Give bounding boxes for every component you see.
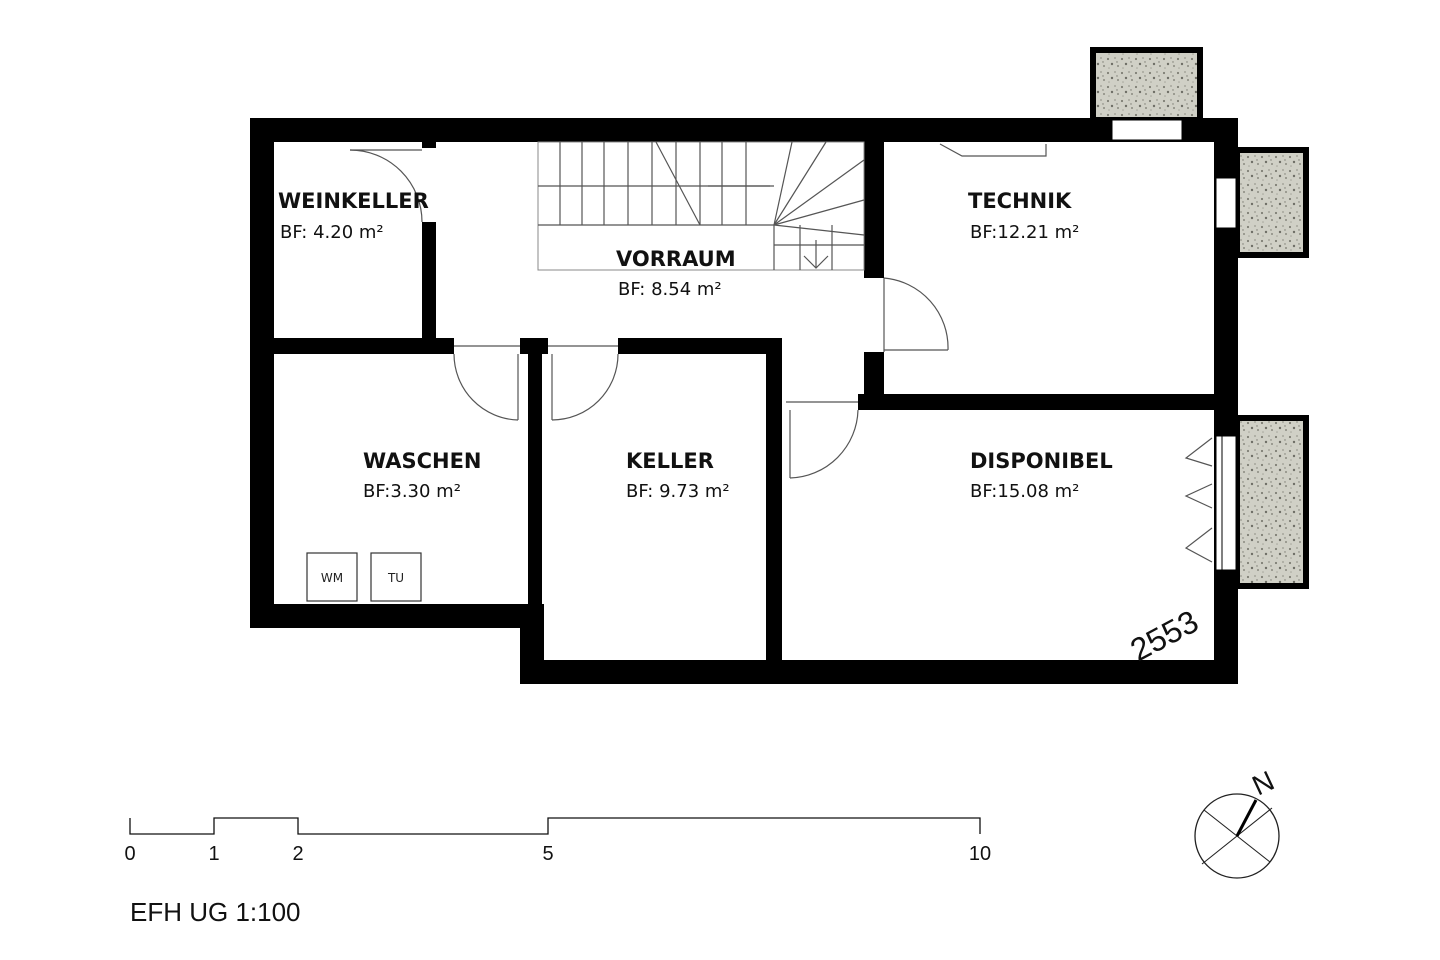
- north-label: N: [1247, 765, 1278, 802]
- room-disponibel-area: BF:15.08 m²: [970, 481, 1079, 502]
- dryer-label: TU: [387, 571, 404, 585]
- light-well-disponibel: [1234, 415, 1309, 589]
- plan-title: EFH UG 1:100: [130, 897, 301, 927]
- room-weinkeller-name: WEINKELLER: [278, 189, 429, 213]
- room-weinkeller-area: BF: 4.20 m²: [280, 222, 384, 243]
- scale-bar: 0 1 2 5 10: [124, 817, 991, 865]
- room-technik-area: BF:12.21 m²: [970, 222, 1079, 243]
- room-labels: WEINKELLER BF: 4.20 m² VORRAUM BF: 8.54 …: [278, 189, 1113, 502]
- room-keller-name: KELLER: [626, 449, 714, 473]
- room-vorraum-area: BF: 8.54 m²: [618, 279, 722, 300]
- light-well-technik: [1234, 147, 1309, 258]
- room-keller-area: BF: 9.73 m²: [626, 481, 730, 502]
- room-waschen-area: BF:3.30 m²: [363, 481, 461, 502]
- windows: [1111, 119, 1237, 571]
- north-arrow-icon: N: [1194, 765, 1280, 879]
- scale-label-10: 10: [969, 843, 991, 865]
- interior-walls: [274, 142, 1216, 660]
- doors: [349, 143, 1213, 563]
- washer-box: [306, 552, 358, 602]
- room-disponibel-name: DISPONIBEL: [970, 449, 1113, 473]
- washer-label: WM: [321, 571, 343, 585]
- light-well-top: [1090, 47, 1203, 123]
- scale-label-0: 0: [124, 843, 135, 865]
- room-technik-name: TECHNIK: [968, 189, 1072, 213]
- scale-label-2: 2: [292, 843, 303, 865]
- room-vorraum-name: VORRAUM: [616, 247, 736, 271]
- scale-label-5: 5: [542, 843, 553, 865]
- light-wells: [1090, 47, 1309, 589]
- level-mark: 2553: [1124, 603, 1204, 668]
- exterior-walls: [250, 118, 1238, 684]
- appliances: WM TU: [306, 552, 422, 602]
- room-waschen-name: WASCHEN: [363, 449, 482, 473]
- scale-label-1: 1: [208, 843, 219, 865]
- staircase: [537, 141, 865, 271]
- dryer-box: [370, 552, 422, 602]
